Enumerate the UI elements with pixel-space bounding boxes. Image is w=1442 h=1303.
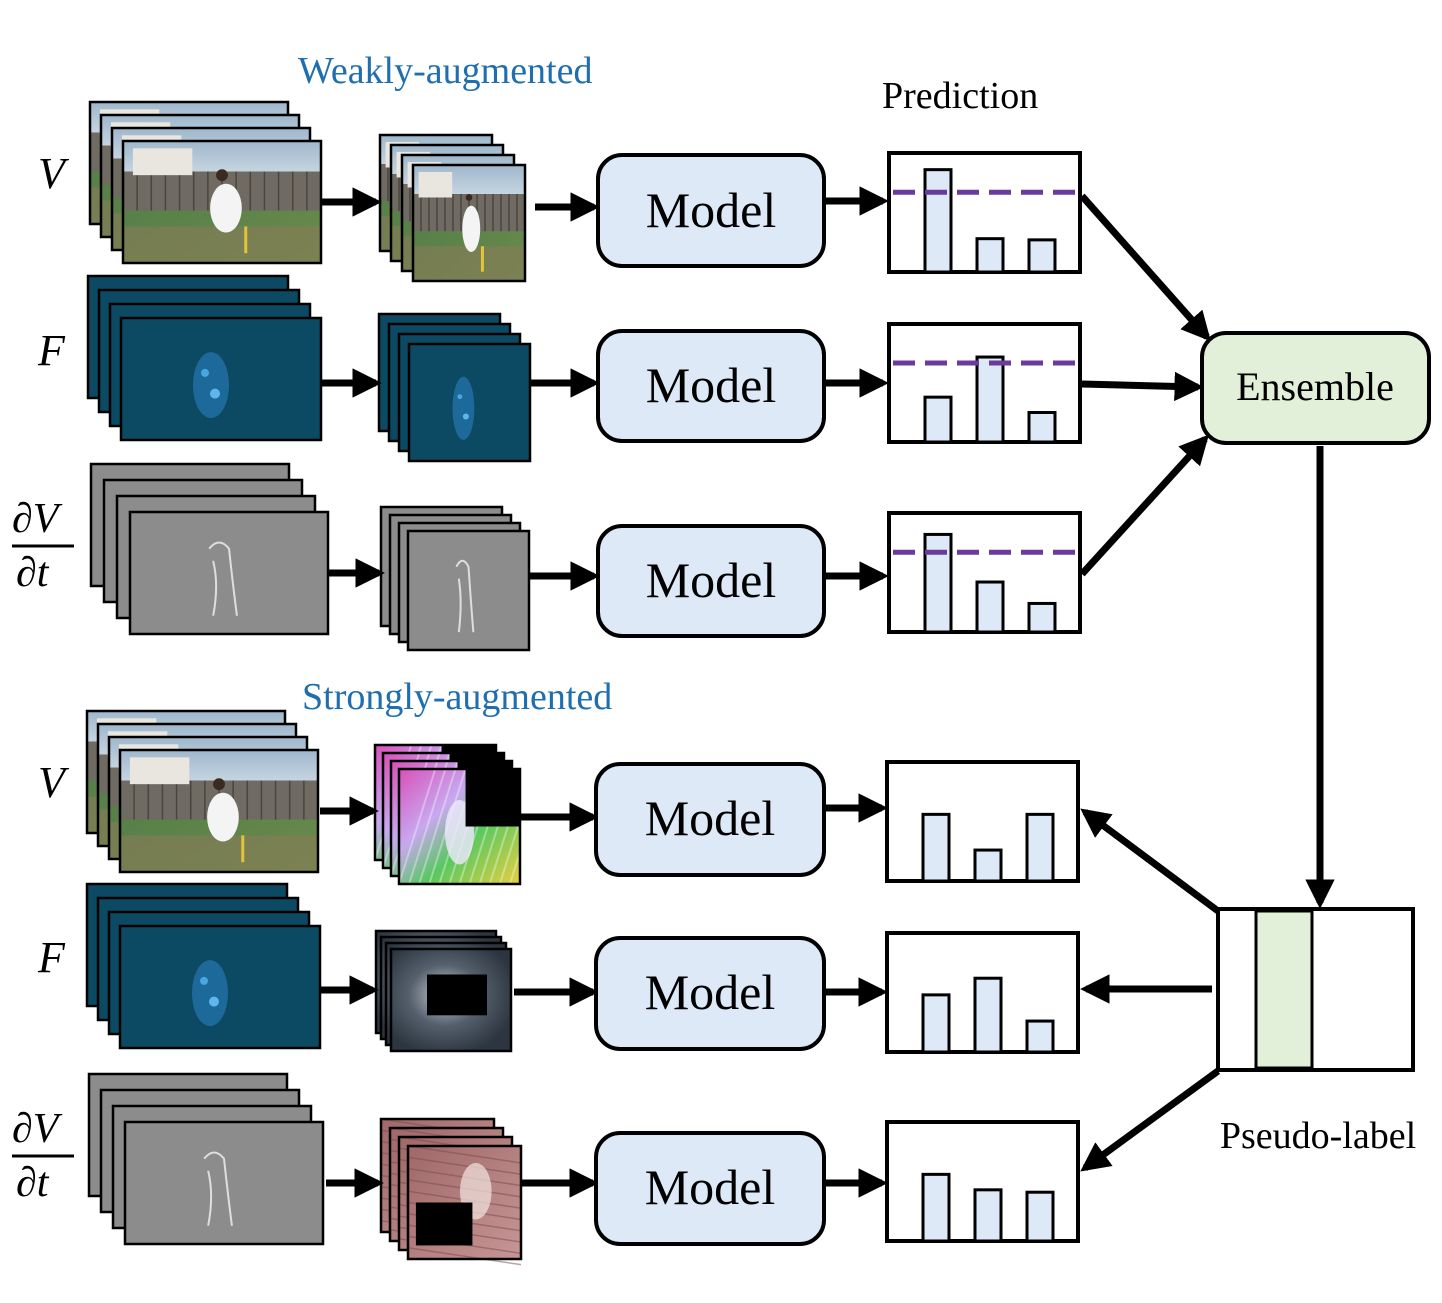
frame xyxy=(407,342,532,463)
label-f-weak: F xyxy=(37,326,66,375)
weak-heading: Weakly-augmented xyxy=(298,50,592,92)
model-box-5: Model xyxy=(594,936,826,1051)
prediction-bar xyxy=(1027,601,1057,634)
stack-v-weak-raw xyxy=(88,100,323,265)
prediction-chart xyxy=(887,151,1082,274)
model-box-4: Model xyxy=(594,762,826,877)
prediction-bar xyxy=(973,976,1003,1054)
cutout-mask xyxy=(427,974,487,1016)
strong-heading: Strongly-augmented xyxy=(302,676,612,718)
prediction-bar xyxy=(923,168,953,274)
prediction-chart xyxy=(885,931,1080,1054)
model-box-2: Model xyxy=(596,329,826,443)
label-dvdt-den: ∂t xyxy=(16,550,50,596)
arrows xyxy=(320,186,1335,1198)
frame xyxy=(119,316,323,442)
stack-f-weak-raw xyxy=(86,274,323,442)
prediction-bar xyxy=(1025,1190,1055,1243)
arrow-pred1-ensemble xyxy=(1079,193,1211,342)
stack-v-strong-raw xyxy=(85,709,320,874)
svg-text:Model: Model xyxy=(645,790,776,846)
frame xyxy=(389,947,513,1053)
stack-f-strong-raw xyxy=(85,882,322,1050)
arrow-pseudo-pred4 xyxy=(1080,808,1221,914)
prediction-bar xyxy=(923,395,953,444)
prediction-chart xyxy=(887,511,1082,634)
frame xyxy=(397,767,548,886)
stack-d-strong-aug xyxy=(379,1117,523,1266)
label-dvdt-num: ∂V xyxy=(12,1106,63,1152)
ensemble-box: Ensemble xyxy=(1200,331,1431,445)
svg-text:Model: Model xyxy=(646,182,777,238)
prediction-bar xyxy=(975,580,1005,634)
prediction-bar xyxy=(1027,411,1057,444)
svg-text:Ensemble: Ensemble xyxy=(1236,364,1394,409)
frame xyxy=(406,1144,523,1266)
model-box-3: Model xyxy=(596,524,826,638)
pseudo-label-box xyxy=(1216,907,1415,1072)
stack-v-weak-aug xyxy=(378,133,527,283)
cutout-mask xyxy=(415,1202,473,1246)
svg-text:Model: Model xyxy=(645,964,776,1020)
label-dvdt-den: ∂t xyxy=(16,1160,50,1206)
prediction-bar xyxy=(1025,1019,1055,1054)
prediction-bar xyxy=(973,848,1003,883)
arrow-pseudo-pred6 xyxy=(1080,1068,1221,1172)
frame xyxy=(118,748,320,874)
svg-text:Model: Model xyxy=(645,1159,776,1215)
stack-d-strong-raw xyxy=(87,1072,325,1246)
svg-text:Model: Model xyxy=(646,357,777,413)
cutout-mask xyxy=(465,769,520,827)
frame xyxy=(123,1120,325,1246)
label-dvdt-num: ∂V xyxy=(12,496,63,542)
label-f-strong: F xyxy=(37,933,66,982)
frame xyxy=(121,139,323,265)
arrow-pred2-ensemble xyxy=(1081,371,1204,402)
stack-d-weak-raw xyxy=(89,462,330,636)
arrow-pred3-ensemble xyxy=(1079,434,1209,577)
frame xyxy=(406,529,531,652)
stack-v-strong-aug xyxy=(373,743,548,886)
frame xyxy=(118,924,322,1050)
prediction-chart xyxy=(887,322,1082,444)
prediction-bar xyxy=(1027,238,1057,274)
frame xyxy=(411,163,527,283)
pseudo-label-caption: Pseudo-label xyxy=(1220,1115,1416,1157)
label-v-strong: V xyxy=(38,758,70,807)
stack-d-weak-aug xyxy=(379,505,531,652)
prediction-heading: Prediction xyxy=(882,75,1038,117)
model-box-1: Model xyxy=(596,153,826,268)
prediction-charts xyxy=(885,151,1082,1243)
frame-stacks xyxy=(85,100,548,1266)
stack-f-weak-aug xyxy=(377,312,532,463)
label-dvdt-weak: ∂V ∂t xyxy=(12,496,74,596)
pseudo-label-class xyxy=(1254,909,1314,1070)
prediction-bar xyxy=(921,993,951,1054)
prediction-bar xyxy=(921,812,951,883)
stack-f-strong-aug xyxy=(374,929,513,1053)
prediction-bar xyxy=(921,1172,951,1243)
prediction-bar xyxy=(975,237,1005,274)
model-box-6: Model xyxy=(594,1131,826,1246)
prediction-bar xyxy=(973,1188,1003,1243)
prediction-chart xyxy=(885,760,1080,883)
prediction-chart xyxy=(885,1120,1080,1243)
frame xyxy=(128,510,330,636)
prediction-bar xyxy=(923,532,953,634)
label-dvdt-strong: ∂V ∂t xyxy=(12,1106,74,1206)
label-v-weak: V xyxy=(38,149,70,198)
prediction-bar xyxy=(1025,812,1055,883)
prediction-bar xyxy=(975,355,1005,444)
svg-text:Model: Model xyxy=(646,552,777,608)
